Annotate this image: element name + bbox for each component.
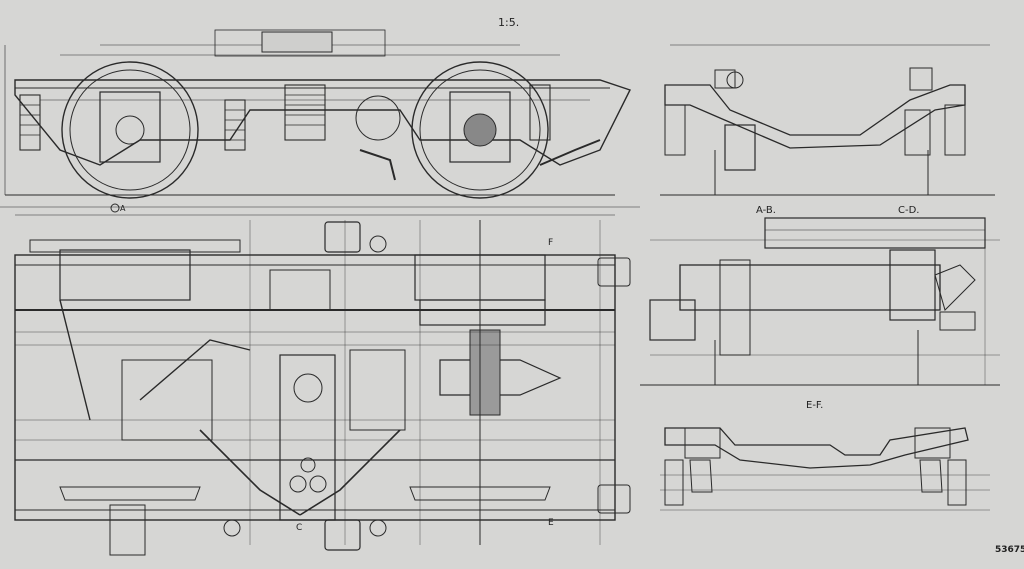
section-ab-cd-view — [640, 217, 1000, 386]
drawing-number: 53675. — [995, 545, 1024, 555]
section-ab-label: A-B. — [756, 205, 776, 216]
cut-mark-f: F — [548, 238, 554, 248]
section-ef-label: E-F. — [806, 400, 824, 411]
side-elevation-view — [4, 29, 631, 199]
cut-mark-c: C — [296, 523, 303, 533]
cut-mark-a: A — [120, 204, 126, 213]
plan-view — [0, 203, 640, 556]
section-cd-label: C-D. — [898, 205, 920, 216]
cut-mark-e: E — [548, 518, 554, 528]
scale-label: 1:5. — [498, 16, 520, 29]
section-ef-view — [660, 427, 990, 511]
end-view — [660, 44, 995, 196]
